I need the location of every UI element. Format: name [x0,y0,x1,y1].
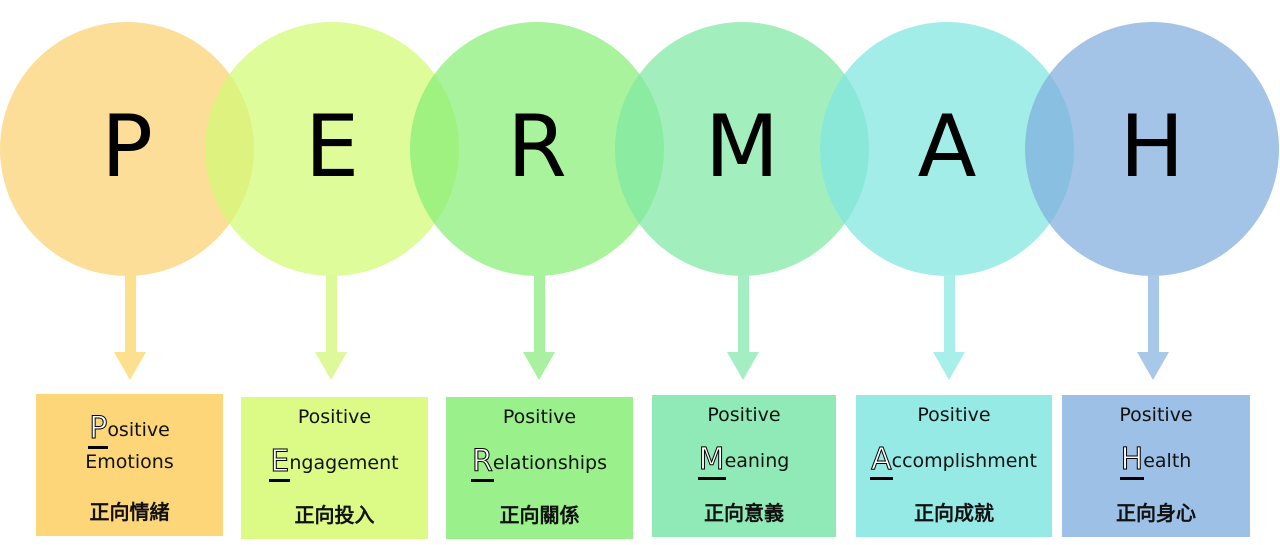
zh-a: 正向成就 [914,501,994,525]
box-h-line1: Positive [1119,404,1193,426]
word-rest-e: ngagement [289,452,399,474]
initial-a: A [870,442,893,480]
arrow-shaft-h [1148,275,1159,355]
box-h: Positive Health 正向身心 [1062,395,1250,537]
box-e: Positive Engagement 正向投入 [241,397,428,539]
box-p: Positive Emotions 正向情緒 [36,394,223,536]
box-p-line2: Emotions [85,451,174,473]
initial-r: R [470,444,494,482]
letter-e: E [304,97,360,197]
zh-e: 正向投入 [294,503,375,527]
zh-p: 正向情緒 [89,500,170,524]
letter-h: H [1119,97,1185,197]
arrow-head-m [727,352,759,380]
arrow-shaft-e [326,275,337,355]
box-r: Positive Relationships 正向關係 [446,397,633,539]
word-rest-r: elationships [492,452,608,474]
initial-e: E [269,444,291,482]
word-rest-m: eaning [724,450,790,472]
box-e-line2: Engagement [241,444,428,482]
circle-h [1025,22,1279,276]
letter-p: P [101,97,153,197]
word-rest-h: ealth [1143,450,1192,472]
box-m: Positive Meaning 正向意義 [652,395,836,537]
box-a-line2: Accomplishment [856,442,1052,480]
arrow-shaft-a [944,275,955,355]
initial-h: H [1119,442,1144,480]
box-r-line1: Positive [502,406,577,428]
box-m-line2: Meaning [652,442,836,480]
arrow-shaft-m [738,275,749,355]
word-rest-p: ositive [107,419,170,441]
arrow-head-p [114,352,146,380]
zh-r: 正向關係 [499,503,580,527]
box-h-line2: Health [1062,442,1250,480]
box-m-line1: Positive [707,404,781,426]
box-a-line1: Positive [917,404,991,426]
box-p-line1: Positive [36,411,223,449]
arrow-head-h [1137,352,1169,380]
letter-a: A [917,97,977,197]
initial-p: P [88,411,109,449]
arrow-head-r [523,352,555,380]
arrow-shaft-r [534,275,545,355]
arrow-head-e [315,352,347,380]
zh-h: 正向身心 [1116,501,1196,525]
zh-m: 正向意義 [704,501,784,525]
word-rest-a: ccomplishment [891,450,1037,472]
box-e-line1: Positive [297,406,372,428]
box-a: Positive Accomplishment 正向成就 [856,395,1052,537]
arrow-head-a [933,352,965,380]
initial-m: M [697,442,726,480]
arrow-shaft-p [125,275,136,355]
letter-r: R [507,97,567,197]
box-r-line2: Relationships [446,444,633,482]
letter-m: M [704,97,780,197]
